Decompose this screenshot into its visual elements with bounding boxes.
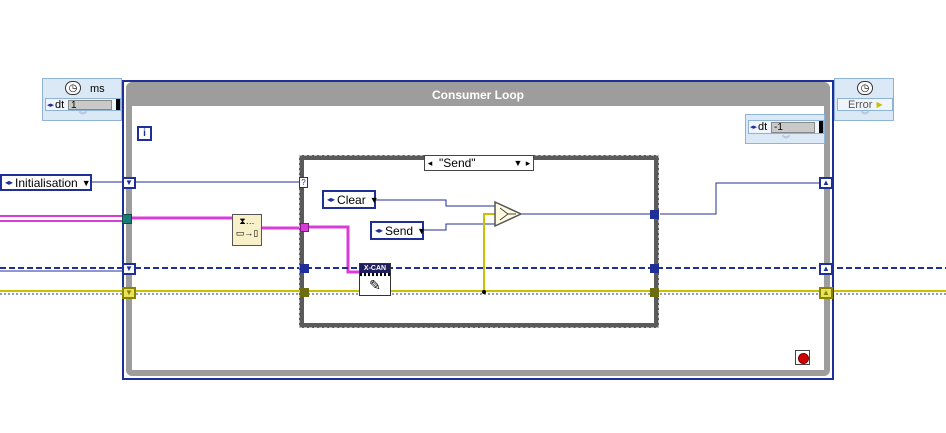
loop-title: Consumer Loop <box>432 88 524 102</box>
right-dt-node: ◂▸ dt -1 ︾ <box>745 114 825 144</box>
dt-row: ◂▸ dt 1 <box>45 98 121 111</box>
dropdown-icon[interactable]: ▼ <box>417 225 426 236</box>
decrement-icon[interactable]: ◂ <box>427 157 433 168</box>
enum-tunnel-case-right[interactable] <box>650 210 659 219</box>
dropdown-icon[interactable]: ▼ <box>513 158 523 168</box>
enum-arrows-icon: ◂▸ <box>375 226 384 235</box>
dropdown-icon[interactable]: ▼ <box>369 194 379 205</box>
stop-icon <box>798 353 809 364</box>
clear-label: Clear <box>337 192 366 207</box>
dt-row: ◂▸ dt -1 <box>748 120 824 134</box>
shift-register-left-top[interactable]: ▼ <box>122 177 136 189</box>
error-tunnel-case-right[interactable] <box>650 288 659 297</box>
increment-icon[interactable]: ▸ <box>525 157 531 168</box>
consumer-loop-frame[interactable] <box>126 82 830 376</box>
dropdown-icon[interactable]: ▼ <box>81 177 91 188</box>
increment-icon: ◂▸ <box>47 101 55 109</box>
unit-label: ms <box>90 83 105 95</box>
send-label: Send <box>385 223 414 238</box>
expand-chevron-icon[interactable]: ︾ <box>79 111 87 120</box>
xcan-write-node[interactable]: X-CAN ✎ <box>359 263 391 296</box>
dequeue-element-node[interactable]: ⧗… ▭→▯ <box>232 214 262 246</box>
output-arrow-icon: ▶ <box>876 100 883 109</box>
stop-button[interactable] <box>795 350 810 365</box>
iteration-terminal[interactable]: i <box>137 126 152 141</box>
error-row: Error ▶ <box>837 98 893 111</box>
dt-value-field[interactable]: 1 <box>68 100 112 111</box>
queue-tunnel-case[interactable] <box>300 223 309 232</box>
queue-icon: ▭→▯ <box>235 228 259 238</box>
enum-arrows-icon: ◂▸ <box>5 178 14 187</box>
queue-tunnel-left[interactable] <box>122 214 132 224</box>
error-tunnel-case-left[interactable] <box>300 288 309 297</box>
clear-constant[interactable]: ◂▸ Clear ▼ <box>322 190 379 209</box>
shift-register-left-mid[interactable]: ▼ <box>122 263 136 275</box>
left-timed-node: ◷ ms ◂▸ dt 1 ︾ <box>42 78 122 121</box>
dashed-tunnel-case-left[interactable] <box>300 264 309 273</box>
pencil-icon: ✎ <box>369 277 381 293</box>
select-function[interactable] <box>494 200 523 228</box>
clock-icon: ◷ <box>65 81 81 95</box>
case-selector-text: "Send" <box>439 156 476 170</box>
consumer-loop-outer <box>122 80 834 380</box>
shift-register-right-mid[interactable]: ▲ <box>819 263 833 275</box>
case-selector-terminal[interactable]: ? <box>299 177 308 188</box>
enum-arrows-icon: ◂▸ <box>327 195 336 204</box>
expand-chevron-icon[interactable]: ︾ <box>861 111 869 120</box>
increment-icon: ◂▸ <box>750 124 758 131</box>
dt-label: dt <box>55 98 65 111</box>
clock-icon: ◷ <box>857 81 873 95</box>
shift-register-right-error[interactable]: ▲ <box>819 287 833 299</box>
dt-label: dt <box>758 121 768 133</box>
film-strip <box>360 273 390 276</box>
right-timed-node: ◷ Error ▶ ︾ <box>834 78 894 121</box>
initialisation-label: Initialisation <box>15 175 78 190</box>
shift-register-right-top[interactable]: ▲ <box>819 177 833 189</box>
case-selector-label[interactable]: ◂ "Send" ▼ ▸ <box>424 155 534 171</box>
dashed-tunnel-case-right[interactable] <box>650 264 659 273</box>
shift-register-left-error[interactable]: ▼ <box>122 287 136 299</box>
dt-value-field[interactable]: -1 <box>771 122 815 133</box>
error-label: Error <box>848 98 873 111</box>
xcan-label: X-CAN <box>360 264 390 273</box>
terminal-bar <box>819 121 823 133</box>
terminal-bar <box>116 99 120 110</box>
send-constant[interactable]: ◂▸ Send ▼ <box>370 221 426 240</box>
initialisation-constant[interactable]: ◂▸ Initialisation ▼ <box>0 174 92 191</box>
hourglass-icon: ⧗… <box>239 216 255 226</box>
expand-chevron-icon[interactable]: ︾ <box>782 135 790 144</box>
